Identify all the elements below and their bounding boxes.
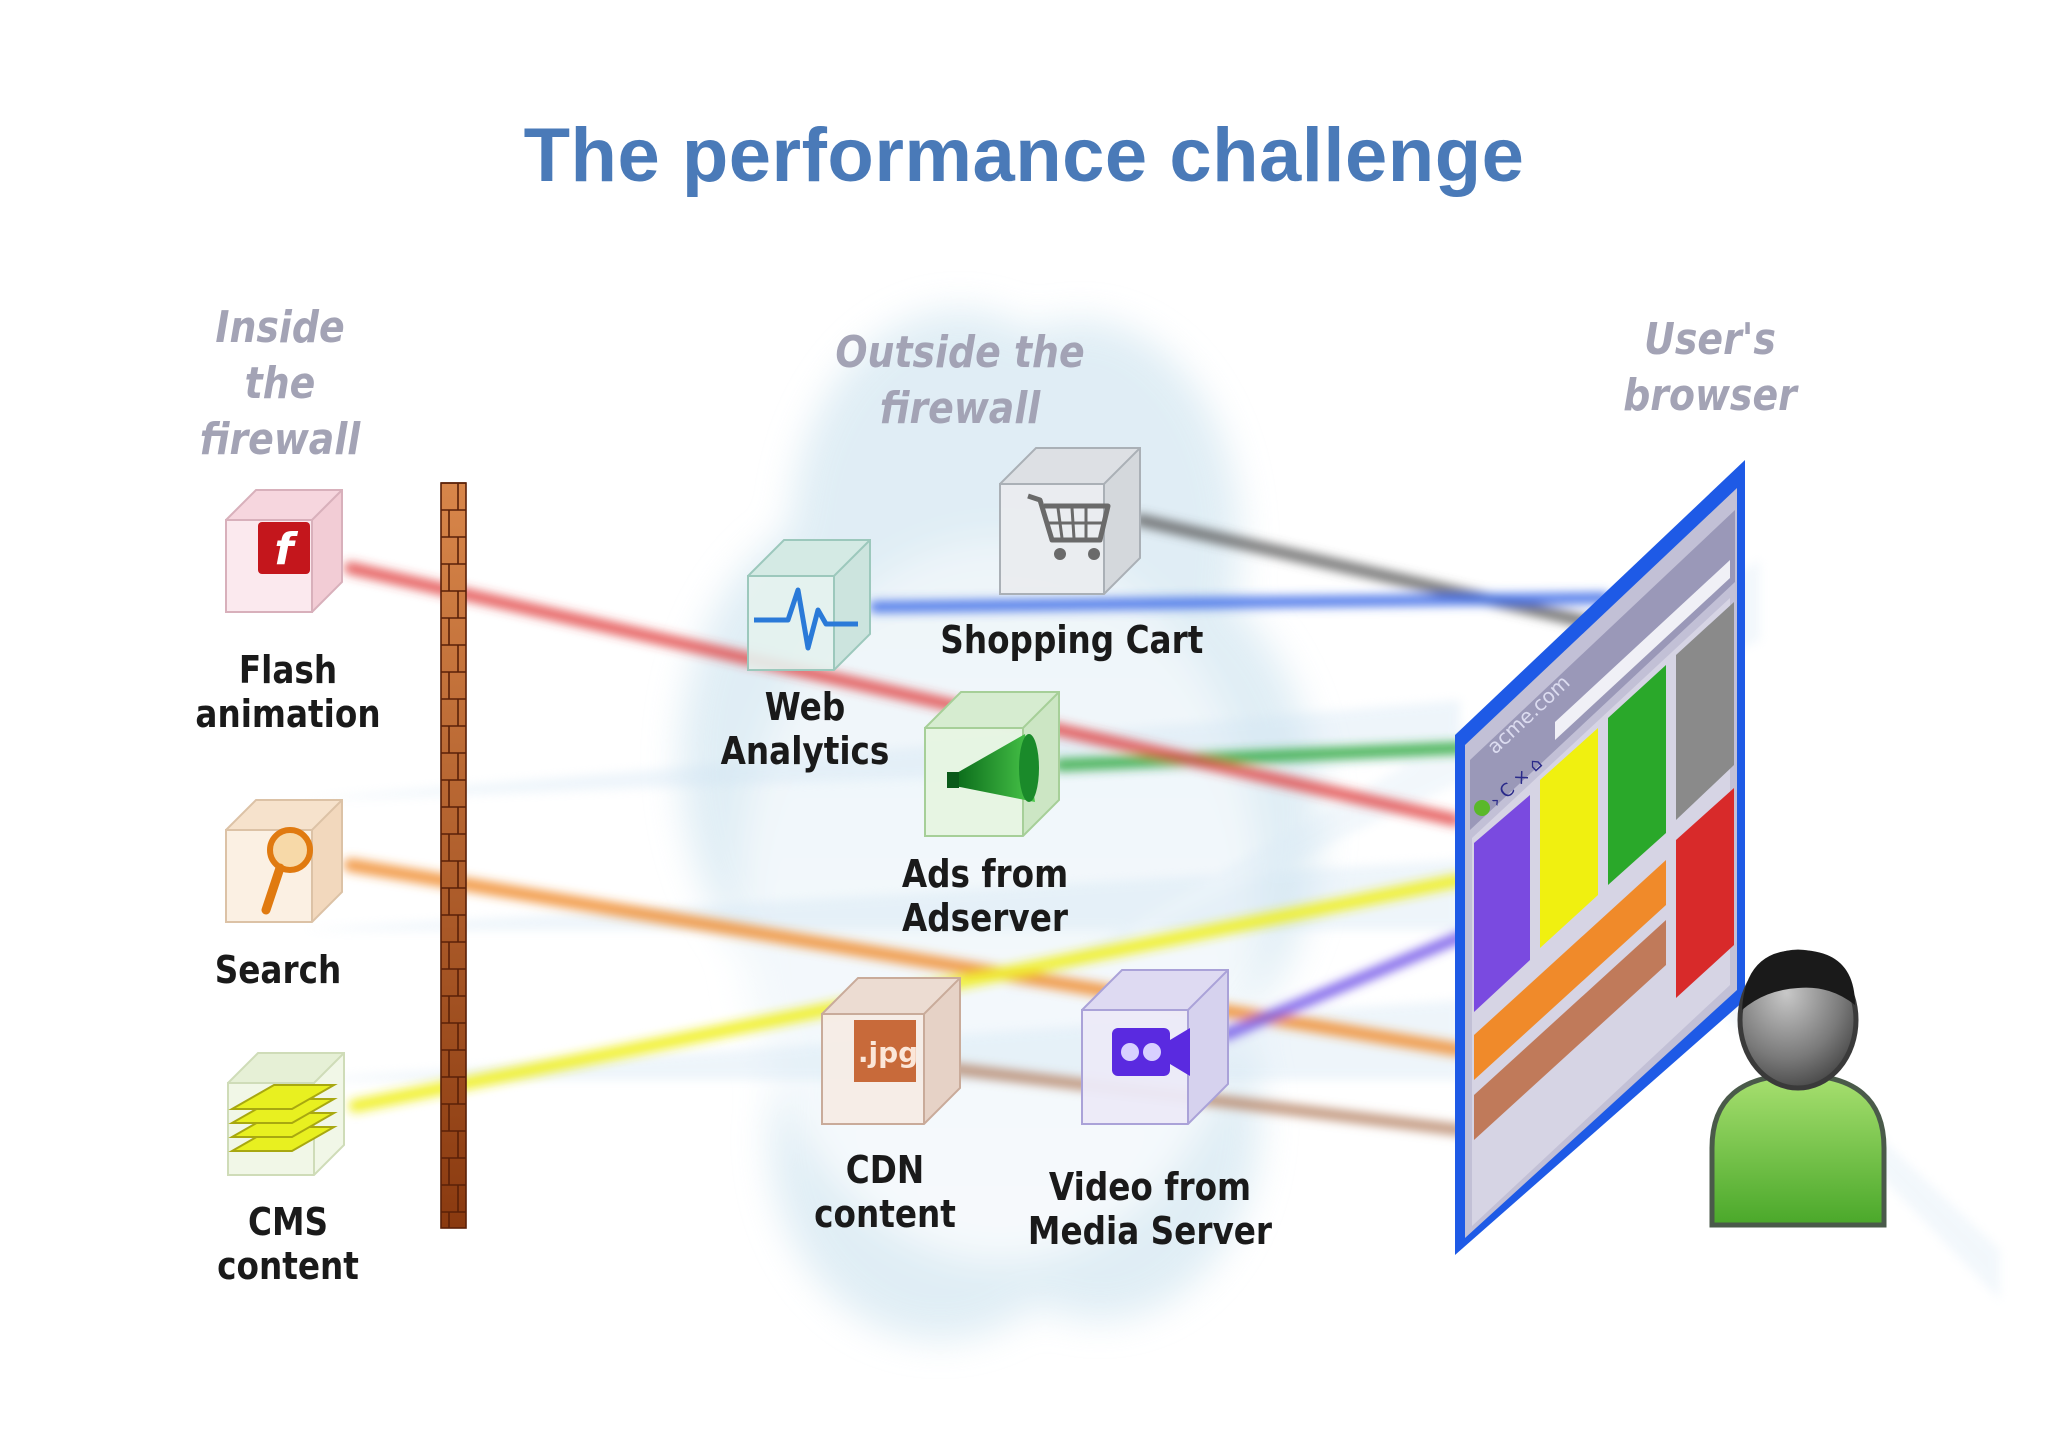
zone-label-browser: User's browser [1623,314,1797,421]
label-cdn: CDN content [786,1148,984,1236]
label-cms-line2: content [217,1244,359,1288]
label-ads-line1: Ads from [901,852,1069,896]
zone-inside-line1: Inside [215,302,345,353]
flash-box-icon: f [225,489,343,613]
web-analytics-box-icon [747,539,871,671]
label-cdn-line1: CDN [845,1148,925,1192]
label-web-analytics: Web Analytics [706,685,904,773]
label-flash-line2: animation [195,692,381,736]
yellow-tile [1540,728,1598,948]
label-web-analytics-line1: Web [764,685,846,729]
analytics-connection [869,592,1611,613]
brown-bar [1474,920,1666,1140]
zone-inside-line2: the firewall [199,358,361,465]
ads-box-icon [924,691,1060,837]
label-web-analytics-line2: Analytics [720,729,890,773]
page-title: The performance challenge [523,113,1525,198]
gray-tile [1676,602,1734,820]
label-video: Video from Media Server [1021,1165,1279,1253]
label-flash-line1: Flash [238,648,338,692]
red-tile [1676,788,1734,998]
label-cms-line1: CMS [247,1200,329,1244]
label-shopping-cart: Shopping Cart [940,618,1204,662]
cdn-box-icon: .jpg [821,977,961,1125]
zone-label-outside: Outside the firewall [835,327,1085,434]
user-avatar-icon [1709,949,1887,1228]
cdn-jpg-badge: .jpg [858,1036,918,1069]
browser-window: acme.com › C × ⌂ [1455,460,1745,1255]
purple-tile [1474,795,1530,1012]
label-video-line2: Media Server [1027,1209,1273,1253]
firewall-icon [440,482,467,1229]
video-box-icon [1081,969,1229,1125]
label-ads-line2: Adserver [901,896,1069,940]
green-tile [1608,665,1666,885]
orange-bar [1474,860,1666,1080]
zone-label-inside: Inside the firewall [168,300,392,468]
label-cms: CMS content [185,1200,391,1288]
ads-connection [1054,742,1466,771]
video-connection [1219,929,1471,1041]
cart-connection [1134,514,1606,631]
label-flash: Flash animation [185,648,391,736]
label-ads: Ads from Adserver [886,852,1084,940]
label-search: Search [214,948,342,992]
label-video-line1: Video from [1048,1165,1252,1209]
shopping-cart-box-icon [999,447,1141,595]
search-box-icon [225,799,343,923]
label-cdn-line2: content [814,1192,956,1236]
flash-connection [344,562,1461,826]
cms-box-icon [227,1052,345,1176]
